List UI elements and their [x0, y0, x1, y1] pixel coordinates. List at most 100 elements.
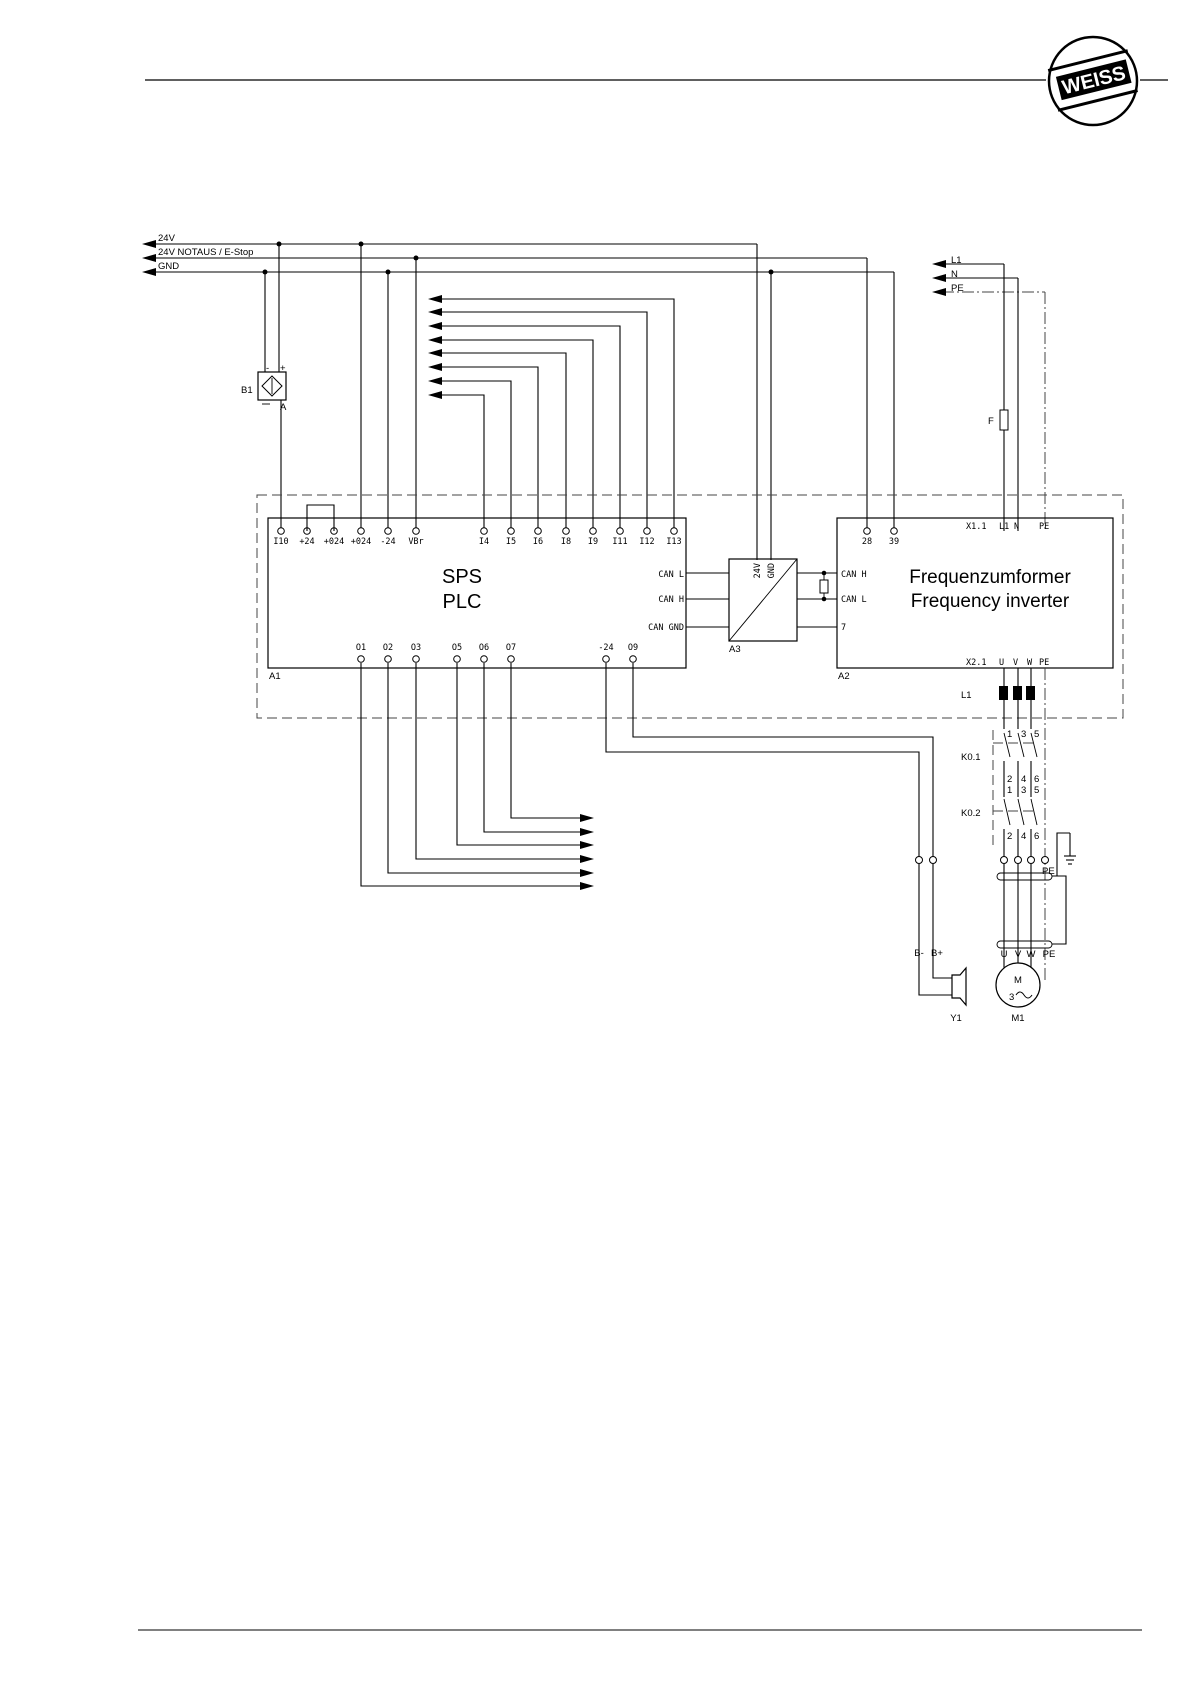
plc-top-terminal	[534, 527, 542, 535]
motor-branch: L1 K0.1 1 3 5 2 4 6 1 3 5 K0.2 2 4 6	[961, 668, 1076, 1024]
sensor-plus: +	[280, 363, 286, 374]
fu-ref: A2	[838, 671, 850, 682]
terminating-resistor	[819, 579, 829, 594]
k02-t1: 1	[1007, 785, 1012, 796]
input-lines	[428, 295, 675, 531]
plc-bottom-term-label: O5	[452, 643, 462, 653]
plc-bottom-term-label: O7	[506, 643, 516, 653]
plc-top-term-label: +024	[324, 537, 344, 547]
weiss-logo: WEISS	[1047, 35, 1139, 127]
plc-top-terminal	[616, 527, 624, 535]
k01-b4: 4	[1021, 774, 1026, 785]
fu-x11-pe: PE	[1039, 522, 1049, 532]
brake-plus: B+	[931, 948, 943, 959]
sensor-name: B1	[241, 385, 253, 396]
plc-top-term-label: VBr	[408, 537, 423, 547]
mains-supply: L1 N PE F	[932, 255, 1046, 531]
k02-b2: 2	[1007, 831, 1012, 842]
plc-top-terminal	[643, 527, 651, 535]
k01-b2: 2	[1007, 774, 1012, 785]
plc-top-terminal	[357, 527, 365, 535]
fu-can-l: CAN L	[841, 595, 867, 605]
fuse-f	[999, 409, 1009, 431]
motor-m: M	[1014, 975, 1022, 986]
motor-u: U	[1001, 949, 1008, 960]
plc-top-term-label: I8	[561, 537, 571, 547]
k01-t1: 1	[1007, 729, 1012, 740]
plc-ref: A1	[269, 671, 281, 682]
fu-can-links	[797, 570, 837, 628]
plc-top-term-label: +24	[299, 537, 314, 547]
brake-name: Y1	[950, 1013, 962, 1024]
k02-t3: 3	[1021, 785, 1026, 796]
plc-can-gnd: CAN GND	[648, 623, 684, 633]
pe-label: PE	[1042, 866, 1055, 877]
k02-label: K0.2	[961, 808, 981, 819]
plc-top-term-label: I10	[273, 537, 288, 547]
frequency-inverter-a2: Frequenzumformer Frequency inverter A2 C…	[836, 517, 1114, 682]
k01-t5: 5	[1034, 729, 1039, 740]
fu-x11-l1: L1	[999, 522, 1009, 532]
conv-gnd: GND	[767, 563, 777, 578]
motor-pe: PE	[1043, 949, 1056, 960]
plc-bottom-term-label: -24	[598, 643, 613, 653]
mains-n: N	[951, 269, 958, 280]
motor-m1	[995, 962, 1041, 1008]
k01-label: K0.1	[961, 752, 981, 763]
plc-title-2: PLC	[443, 591, 482, 613]
plc-top-term-label: +024	[351, 537, 371, 547]
plc-top-term-label: I13	[666, 537, 681, 547]
output-lines	[360, 663, 594, 890]
mains-pe: PE	[951, 283, 964, 294]
bus-drops	[262, 241, 895, 560]
sensor-minus: -	[266, 363, 269, 374]
k02-t5: 5	[1034, 785, 1039, 796]
mains-l1: L1	[951, 255, 962, 266]
plc-bottom-terminal	[629, 655, 637, 663]
sensor-b1: B1 - + A	[241, 363, 287, 531]
can-links	[686, 572, 729, 628]
k02-b6: 6	[1034, 831, 1039, 842]
fu-x21-pe: PE	[1039, 658, 1049, 668]
plc-top-terminal	[412, 527, 420, 535]
brake-minus: B-	[914, 948, 924, 959]
brake-lines: B- B+ Y1	[605, 663, 967, 1024]
plc-top-term-label: I5	[506, 537, 516, 547]
supply-bus: 24V 24V NOTAUS / E-Stop GND	[142, 233, 894, 276]
fu-x21-w: W	[1027, 658, 1033, 668]
conv-ref: A3	[729, 644, 741, 655]
plc-top-terminal	[480, 527, 488, 535]
fu-title-1: Frequenzumformer	[909, 567, 1071, 588]
bus-gnd-label: GND	[158, 261, 179, 272]
choke-label: L1	[961, 690, 972, 701]
fu-term-39: 39	[889, 537, 899, 547]
k01-t3: 3	[1021, 729, 1026, 740]
plc-bottom-terminal	[357, 655, 365, 663]
plc-can-h: CAN H	[658, 595, 684, 605]
motor-v: V	[1015, 949, 1022, 960]
plc-bottom-term-label: O6	[479, 643, 489, 653]
bus-24v-label: 24V	[158, 233, 176, 244]
plc-top-terminal	[670, 527, 678, 535]
fu-x11-n: N	[1014, 522, 1019, 532]
plc-bottom-terminal	[602, 655, 610, 663]
conv-24v: 24V	[753, 563, 763, 578]
plc-top-term-label: I11	[612, 537, 627, 547]
motor-w: W	[1027, 949, 1036, 960]
plc-bottom-terminal	[384, 655, 392, 663]
plc-bottom-terminal	[507, 655, 515, 663]
k01-b6: 6	[1034, 774, 1039, 785]
fu-title-2: Frequency inverter	[911, 591, 1070, 612]
fuse-label: F	[988, 416, 994, 427]
fu-7: 7	[841, 623, 846, 633]
plc-bottom-terminal	[412, 655, 420, 663]
plc-bottom-term-label: O3	[411, 643, 421, 653]
plc-top-terminal	[562, 527, 570, 535]
plc-bottom-term-label: O2	[383, 643, 393, 653]
enclosure	[256, 494, 1124, 719]
fu-x11: X1.1	[966, 522, 986, 532]
plc-top-terminal	[507, 527, 515, 535]
motor-name: M1	[1011, 1013, 1024, 1024]
